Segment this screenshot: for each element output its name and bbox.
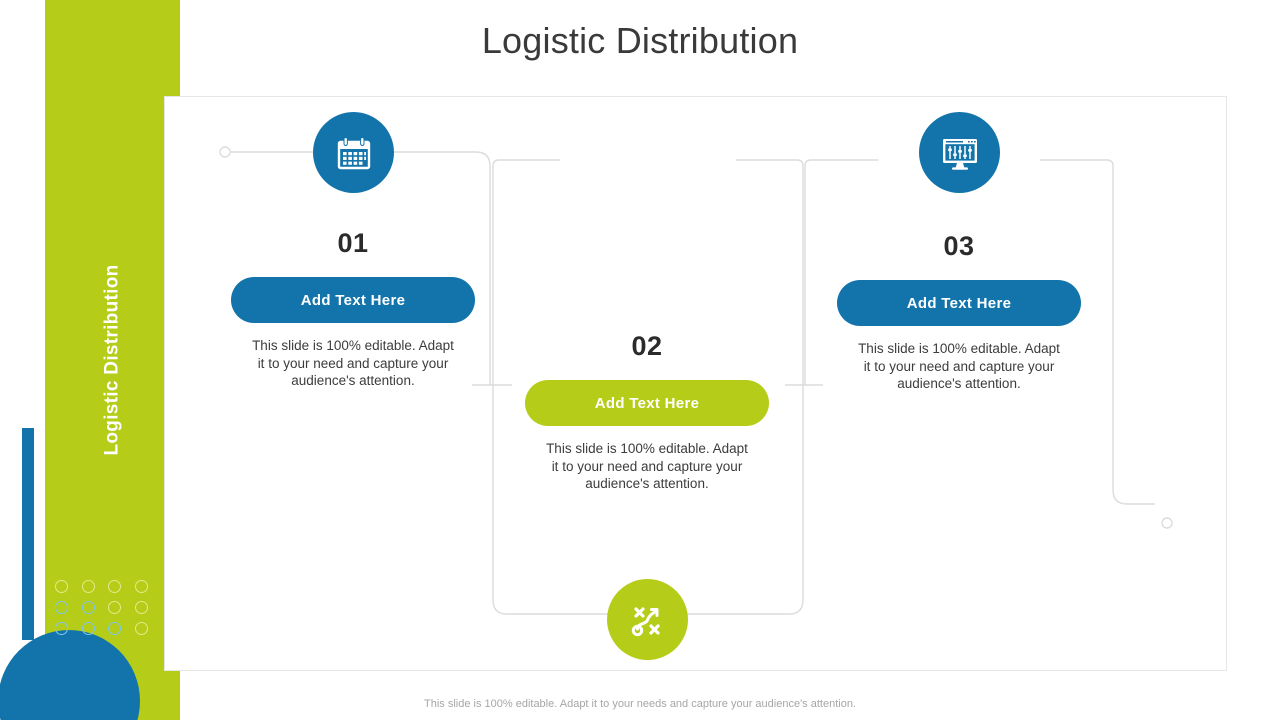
step-1-icon-badge xyxy=(313,112,394,193)
step-1-number: 01 xyxy=(337,228,369,258)
step-3-icon-badge xyxy=(919,112,1000,193)
dot xyxy=(134,580,148,593)
dot xyxy=(55,622,68,635)
calendar-icon xyxy=(332,131,376,175)
left-blue-bar xyxy=(22,428,34,640)
step-3-body-text: This slide is 100% editable. Adapt it to… xyxy=(858,341,1060,391)
dot xyxy=(55,580,68,593)
dot xyxy=(81,622,95,635)
step-2-button[interactable]: Add Text Here xyxy=(525,380,769,426)
step-1-column: 01 Add Text Here This slide is 100% edit… xyxy=(231,228,475,390)
dot xyxy=(134,622,148,635)
page-title: Logistic Distribution xyxy=(481,20,799,61)
step-1-button[interactable]: Add Text Here xyxy=(231,277,475,323)
dot xyxy=(81,601,95,614)
step-3-button[interactable]: Add Text Here xyxy=(837,280,1081,326)
dot xyxy=(55,601,68,614)
step-2-body-text: This slide is 100% editable. Adapt it to… xyxy=(546,441,748,491)
decorative-dot-grid xyxy=(55,580,155,642)
dot xyxy=(134,601,148,614)
dashboard-monitor-icon xyxy=(937,130,983,176)
dot xyxy=(108,601,121,614)
dot xyxy=(81,580,95,593)
footer-note: This slide is 100% editable. Adapt it to… xyxy=(424,698,856,710)
step-2-icon-badge xyxy=(607,579,688,660)
step-2-column: 02 Add Text Here This slide is 100% edit… xyxy=(525,331,769,493)
step-3-number: 03 xyxy=(943,231,975,261)
step-1-body-text: This slide is 100% editable. Adapt it to… xyxy=(252,338,454,388)
strategy-icon xyxy=(625,597,671,643)
dot xyxy=(108,580,121,593)
step-2-number: 02 xyxy=(631,331,663,361)
step-3-column: 03 Add Text Here This slide is 100% edit… xyxy=(837,231,1081,393)
dot xyxy=(108,622,121,635)
left-green-panel xyxy=(45,0,180,720)
